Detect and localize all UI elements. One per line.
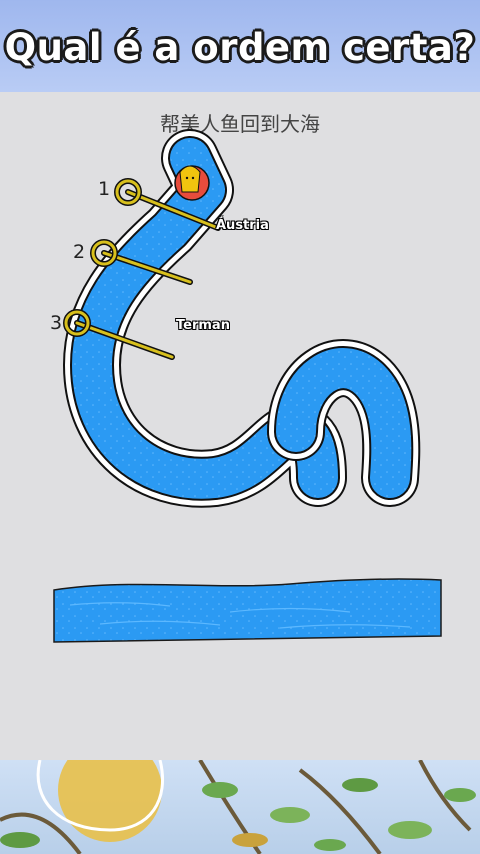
pin-2[interactable]: [90, 239, 193, 285]
pin-1-number: 1: [98, 178, 111, 200]
top-banner: Qual é a ordem certa?: [0, 0, 480, 92]
pin-1[interactable]: [114, 178, 221, 231]
sea: [53, 578, 442, 643]
pin-3-number: 3: [50, 312, 63, 334]
pin-2-number: 2: [73, 241, 86, 263]
puzzle-scene: [53, 129, 442, 643]
question-title: Qual é a ordem certa?: [4, 26, 476, 69]
water-pipe: [63, 129, 421, 508]
pin-3[interactable]: [63, 309, 175, 360]
mermaid-character[interactable]: [174, 165, 210, 201]
bottom-photo-strip: [0, 760, 480, 854]
game-board: 帮美人鱼回到大海: [0, 92, 480, 760]
lemon-tree-decoration: [0, 760, 476, 854]
label-austria: Áustria: [216, 218, 269, 233]
label-terman: Terman: [176, 318, 230, 333]
